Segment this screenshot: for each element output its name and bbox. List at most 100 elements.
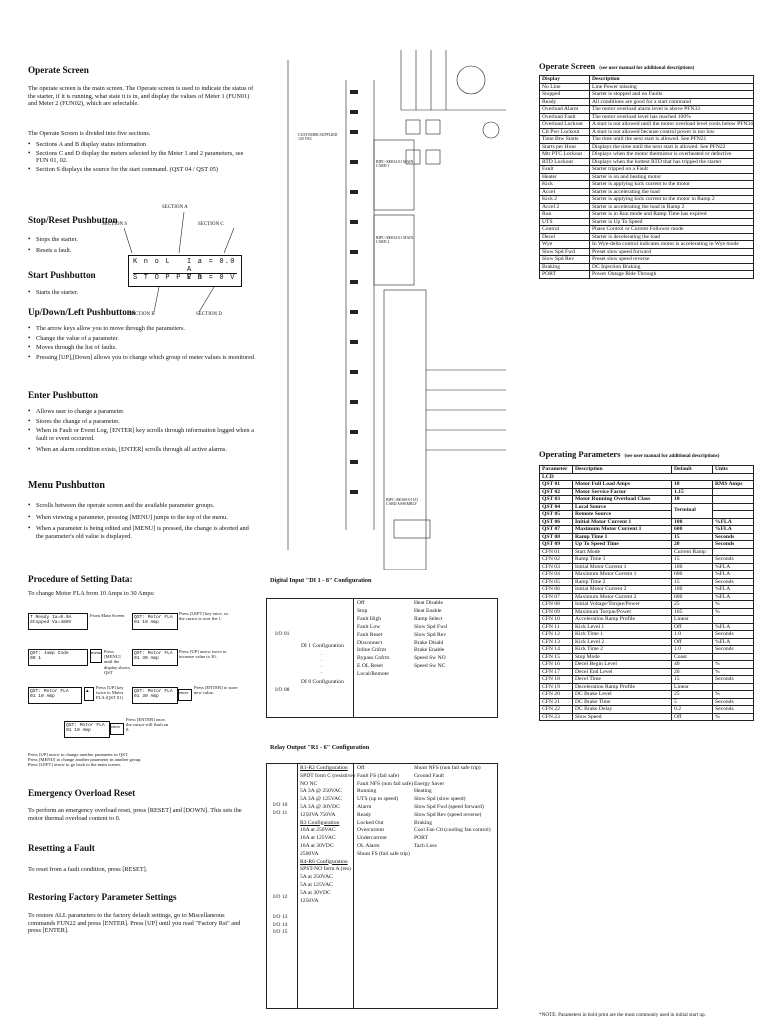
bullet: The arrow keys allow you to move through… [28,325,256,333]
description-cell: Initial Motor Current 1 [572,562,672,571]
up-arrow-icon[interactable]: ▲ [84,687,94,701]
restore-heading: Restoring Factory Parameter Settings [28,892,177,902]
default-cell: 25 [671,690,713,699]
units-cell: %FLA [712,525,754,534]
default-cell: 15 [671,555,713,564]
units-cell: %FLA [712,585,754,594]
lcd-line1-right: I a = 0.0 A [187,258,236,274]
section-leader-lines-bottom [153,286,215,313]
default-cell: 0.2 [671,705,713,714]
description-cell: The time until the next start is allowed… [589,135,754,144]
option-item: Disconnect [357,639,383,646]
parameter-cell: QST 07 [539,525,573,534]
description-cell: Maximum Torque/Power [572,607,672,616]
units-cell [712,547,754,556]
default-cell: 10 [671,480,713,489]
enter-button[interactable]: enter [110,723,124,735]
default-cell: 20 [671,540,713,549]
description-cell: Stop Mode [572,652,672,661]
default-cell: 600 [671,525,713,534]
description-cell: Decel Begin Level [572,660,672,669]
description-cell: Starter is on and heating motor [589,172,754,181]
default-cell: Coast [671,652,713,661]
parameter-cell: QST 03 [539,495,573,504]
default-cell: Linear [671,682,713,691]
step-note: Press [LEFT] key once, so the cursor is … [179,611,228,622]
description-cell: Acceleration Ramp Profile [572,615,672,624]
description-cell: Starter is applying kick current to the … [589,195,754,204]
dots: .... [321,651,323,675]
default-cell: 100 [671,585,713,594]
parameter-cell: CFN 01 [539,547,573,556]
parameter-cell: CFN 17 [539,667,573,676]
default-cell: 40 [671,660,713,669]
default-cell: 1.0 [671,630,713,639]
parameter-cell: CFN 18 [539,675,573,684]
menu-button[interactable]: menu [90,649,102,663]
display-cell: No Line [539,82,590,91]
description-cell: All conditions are good for a start comm… [589,97,754,106]
option-item: Fault Reset [357,631,383,638]
units-cell: RMS Amps [712,480,754,489]
menu-bullets: Scrolls between the operate screen and t… [28,502,256,540]
relay-output-title: Relay Output "R1 - 6" Configuration [270,744,370,751]
description-cell: Slow Speed [572,712,672,721]
description-cell: Start Mode [572,547,672,556]
description-cell: Motor Running Overload Class [572,495,672,504]
option-item: Braking [414,819,433,826]
units-cell [712,495,754,504]
description-cell: Line Power missing [589,82,754,91]
enter-button[interactable]: enter [178,689,192,701]
option-item: Shunt NFS (non fail safe trip) [414,765,481,771]
units-cell: % [712,660,754,669]
parameter-cell: QST 01 [539,480,573,489]
description-cell: Remote Source [572,510,672,519]
description-cell: Kick Time 2 [572,645,672,654]
option-item: Heat Enable [414,607,442,614]
description-cell: Initial Motor Current 2 [572,585,672,594]
section-d-label: SECTION D [196,312,222,317]
description-cell: A start is not allowed because control p… [589,127,754,136]
operate-screen-heading: Operate Screen [28,65,89,75]
display-cell: Accel [539,187,590,196]
step-note: From Main Screen [90,613,125,618]
parameter-cell: CFN 23 [539,712,573,721]
procedure-footer: Press [UP] arrow to change another param… [28,752,142,768]
section-leader-lines [124,211,235,254]
display-cell: PORT [539,270,590,279]
parameter-cell: QST 05 [539,510,573,519]
parameter-cell: CFN 19 [539,682,573,691]
display-cell: Control [539,225,590,234]
description-cell: Starter is applying kick current to the … [589,180,754,189]
option-item: Heating [414,788,432,795]
default-cell: 1.15 [671,487,713,496]
default-cell: Current Ramp [671,547,713,556]
bullet: When an alarm condition exists, [ENTER] … [28,446,256,454]
operate-screen-bullets: Sections A and B display status informat… [28,141,256,173]
parameter-cell: CFN 15 [539,652,573,661]
description-cell: Up To Speed Time [572,540,672,549]
